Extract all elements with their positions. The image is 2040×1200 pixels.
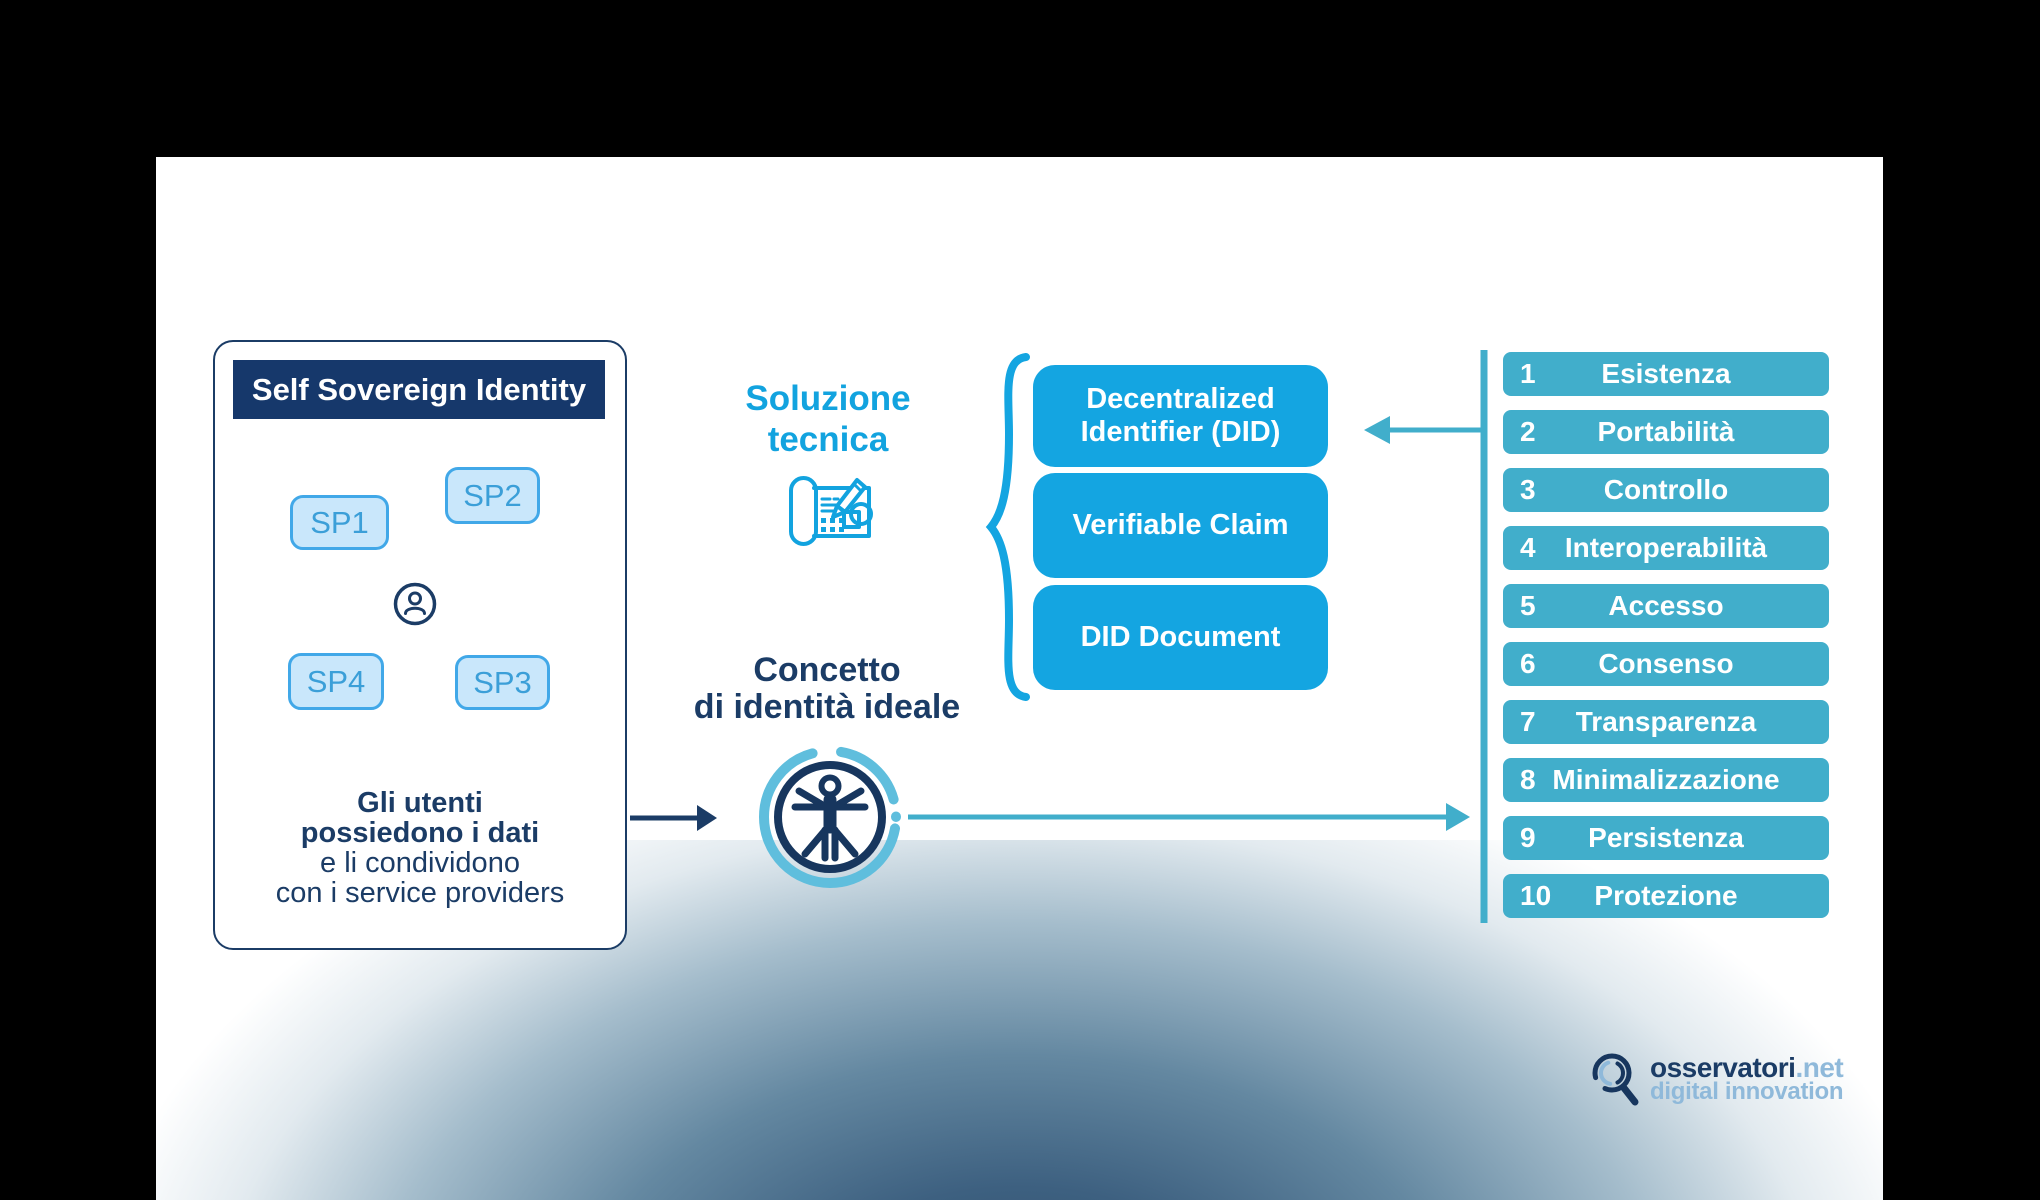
principle-row: 6 Consenso <box>1503 642 1829 686</box>
caption-line: possiedono i dati <box>300 817 540 849</box>
principle-number: 1 <box>1520 358 1536 389</box>
osservatori-logo: osservatori.net digital innovation <box>1586 1048 1886 1112</box>
principle-row: 2 Portabilità <box>1503 410 1829 454</box>
logo-brand-suffix: .net <box>1795 1052 1844 1083</box>
panel-caption: Gli utenti possiedono i dati e li condiv… <box>215 788 625 908</box>
principle-row: 5 Accesso <box>1503 584 1829 628</box>
user-icon <box>393 582 437 626</box>
principle-number: 7 <box>1520 706 1536 737</box>
did-box-did-document: DID Document <box>1033 585 1328 690</box>
principle-row: 9 Persistenza <box>1503 816 1829 860</box>
magnifier-icon <box>1592 1053 1639 1106</box>
technical-solution-label: Soluzione tecnica <box>738 378 918 460</box>
principle-number: 10 <box>1520 880 1552 911</box>
sp1-box: SP1 <box>290 495 389 550</box>
principle-number: 8 <box>1520 764 1536 795</box>
blueprint-icon <box>781 466 879 554</box>
principle-number: 3 <box>1520 474 1536 505</box>
principle-label: Persistenza <box>1588 822 1744 853</box>
principle-label: Minimalizzazione <box>1552 764 1780 795</box>
logo-text: osservatori.net digital innovation <box>1650 1052 1844 1105</box>
principle-label: Controllo <box>1603 474 1729 505</box>
principle-label: Interoperabilità <box>1564 532 1768 563</box>
caption-line: con i service providers <box>275 877 565 909</box>
principle-number: 5 <box>1520 590 1536 621</box>
did-box-verifiable-claim: Verifiable Claim <box>1033 473 1328 578</box>
principle-number: 2 <box>1520 416 1536 447</box>
principle-row: 1 Esistenza <box>1503 352 1829 396</box>
principle-label: Consenso <box>1598 648 1734 679</box>
did-box-decentralized-identifier: Decentralized Identifier (DID) <box>1033 365 1328 467</box>
principle-label: Esistenza <box>1601 358 1731 389</box>
vitruvian-man-icon <box>756 743 904 891</box>
ssi-panel: Self Sovereign Identity SP1 SP2 SP3 SP4 … <box>213 340 627 950</box>
sp2-box: SP2 <box>445 467 540 524</box>
ideal-identity-label: Concetto di identità ideale <box>647 652 1007 726</box>
principle-row: 8 Minimalizzazione <box>1503 758 1829 802</box>
ideal-identity-line1: Concetto <box>753 651 901 689</box>
ideal-identity-line2: di identità ideale <box>693 688 961 726</box>
principle-row: 10 Protezione <box>1503 874 1829 918</box>
technical-solution-line2: tecnica <box>767 420 889 459</box>
principle-row: 4 Interoperabilità <box>1503 526 1829 570</box>
principle-row: 7 Transparenza <box>1503 700 1829 744</box>
principle-label: Transparenza <box>1575 706 1757 737</box>
caption-line: Gli utenti <box>357 787 483 819</box>
logo-tagline: digital innovation <box>1650 1078 1844 1105</box>
principle-number: 4 <box>1520 532 1536 563</box>
technical-solution-line1: Soluzione <box>745 379 911 418</box>
principle-row: 3 Controllo <box>1503 468 1829 512</box>
sp4-box: SP4 <box>288 653 384 710</box>
principles-list: 1 Esistenza 2 Portabilità 3 Controllo 4 … <box>1503 352 1829 932</box>
principle-number: 9 <box>1520 822 1536 853</box>
principle-label: Protezione <box>1594 880 1738 911</box>
principle-number: 6 <box>1520 648 1536 679</box>
principle-label: Accesso <box>1608 590 1724 621</box>
caption-line: e li condividono <box>320 847 520 879</box>
logo-brand: osservatori <box>1650 1052 1796 1083</box>
principle-label: Portabilità <box>1597 416 1735 447</box>
ssi-panel-title: Self Sovereign Identity <box>233 360 605 419</box>
sp3-box: SP3 <box>455 655 550 710</box>
